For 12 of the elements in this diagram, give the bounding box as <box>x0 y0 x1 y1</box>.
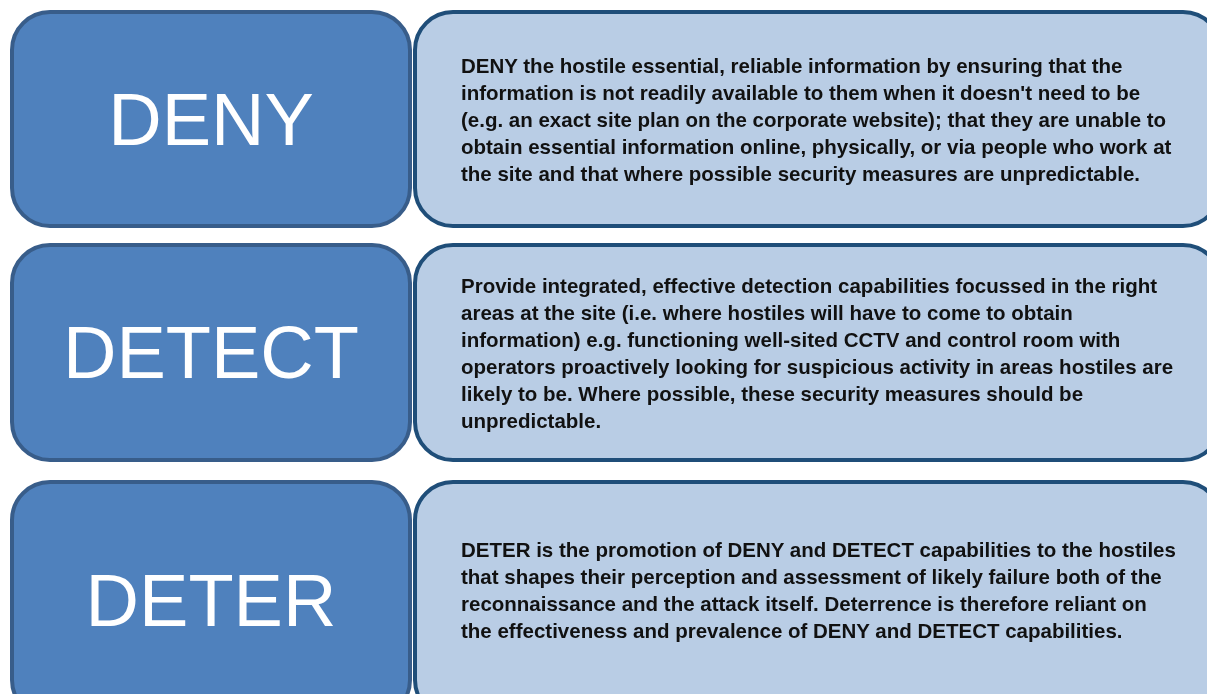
description-panel <box>413 480 1207 694</box>
term-panel <box>10 480 412 694</box>
term-panel <box>10 243 412 462</box>
term-heading: DETER <box>85 557 337 643</box>
term-heading: DETECT <box>63 310 359 395</box>
description-text: DENY the hostile essential, reliable information by ensuring that the information is not readily available to them when it doesn't need to be (e.g. an exact site plan on the corporate website); that they are unable to obtain essential information online, physically, or via people who work at the site and that where possible security measures are unpredictable. <box>461 52 1173 187</box>
term-heading: DENY <box>108 76 314 162</box>
term-panel <box>10 10 412 228</box>
description-panel <box>413 10 1207 228</box>
description-text: Provide integrated, effective detection capabilities focussed in the right areas at the site (i.e. where hostiles will have to come to obtain information) e.g. functioning well-sited CCTV and control room with operators proactively looking for suspicious activity in areas hostiles are likely to be. Where possible, these security measures should be unpredictable. <box>461 272 1175 434</box>
description-panel <box>413 243 1207 462</box>
description-text: DETER is the promotion of DENY and DETECT capabilities to the hostiles that shapes their perception and assessment of likely failure both of the reconnaissance and the attack itself. Deterrence is therefore reliant on the effectiveness and prevalence of DENY and DETECT capabilities. <box>461 537 1177 644</box>
